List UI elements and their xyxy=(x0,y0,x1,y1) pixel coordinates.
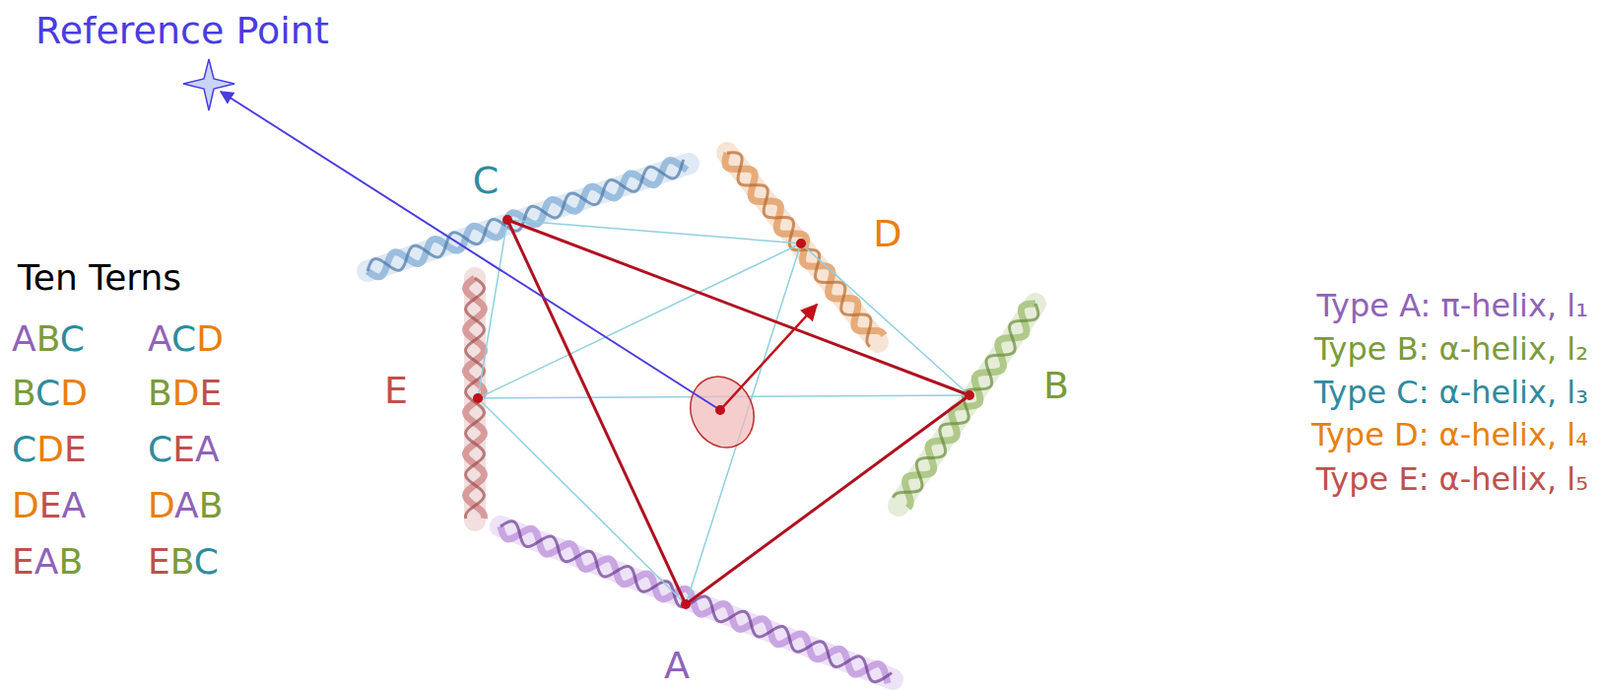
center-dot xyxy=(715,404,726,415)
tern: DEA xyxy=(11,485,86,526)
helix-strand xyxy=(500,521,892,682)
tern-line xyxy=(477,398,686,604)
helix-point xyxy=(680,599,691,609)
helix-strand xyxy=(892,303,1038,498)
helix-letter: E xyxy=(384,370,408,412)
tern: BDE xyxy=(147,373,222,413)
terns-heading: Ten Terns xyxy=(17,258,182,298)
tern: BCD xyxy=(11,373,88,413)
helix-type: Type C: α-helix, l₃ xyxy=(1314,375,1589,410)
helix-type: Type B: α-helix, l₂ xyxy=(1314,332,1589,367)
tern-line xyxy=(800,243,970,396)
normal-vector xyxy=(720,304,817,410)
tern: ABC xyxy=(11,319,85,359)
helix-strand xyxy=(725,152,884,335)
helix-letter: C xyxy=(472,160,500,202)
tern: CEA xyxy=(147,429,220,469)
helix-strand xyxy=(466,277,485,519)
tern: DAB xyxy=(147,485,223,526)
tern: EBC xyxy=(147,541,219,582)
helix-point xyxy=(502,214,513,225)
tern: ACD xyxy=(147,319,224,359)
helix-point xyxy=(472,393,483,403)
helix-letter: D xyxy=(872,213,902,256)
helix-point xyxy=(964,390,975,400)
tern-line xyxy=(477,219,508,399)
helix-letter: B xyxy=(1043,365,1069,407)
helix-band xyxy=(464,277,486,521)
tern-line xyxy=(507,219,801,244)
helix xyxy=(466,277,485,521)
center-ellipse xyxy=(678,365,765,458)
helix xyxy=(892,303,1038,508)
helix xyxy=(367,159,689,277)
helix xyxy=(500,521,893,683)
reference-star xyxy=(183,59,235,111)
helix-strand xyxy=(905,303,1036,508)
tern: CDE xyxy=(11,429,87,469)
helix-type: Type E: α-helix, l₅ xyxy=(1316,462,1589,497)
helix-type: Type A: π-helix, l₁ xyxy=(1316,288,1589,324)
tern: EAB xyxy=(11,541,83,582)
helix-point xyxy=(796,238,806,249)
reference-vector xyxy=(220,91,721,410)
helix-type: Type D: α-helix, l₄ xyxy=(1311,417,1589,453)
helix-letter: A xyxy=(664,645,690,687)
reference-label: Reference Point xyxy=(35,10,330,53)
helix-strand xyxy=(466,277,485,519)
